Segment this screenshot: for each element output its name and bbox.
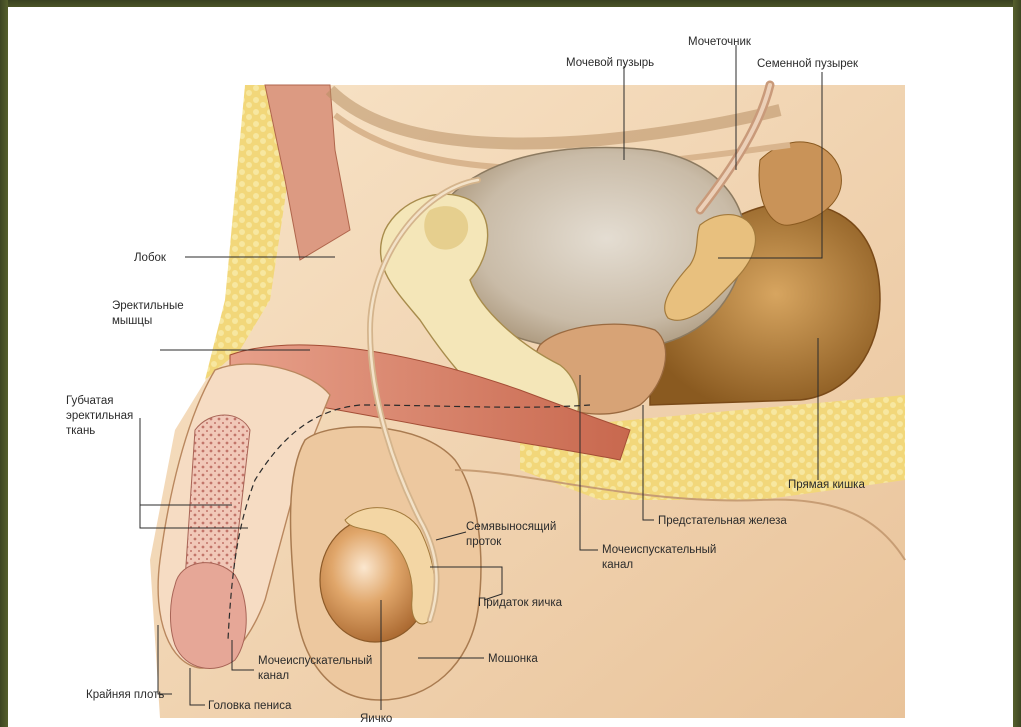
label-urethra-lower-2: канал [258,670,289,682]
label-urethra-upper-2: канал [602,559,633,571]
label-testis: Яичко [360,713,392,725]
label-prostate: Предстательная железа [658,515,787,527]
label-spongy-3: ткань [66,425,95,437]
label-vas-deferens-1: Семявыносящий [466,521,556,533]
label-vas-deferens-2: проток [466,536,502,548]
label-rectum: Прямая кишка [788,479,865,491]
label-glans: Головка пениса [208,700,292,712]
label-erectile-muscles-2: мышцы [112,315,152,327]
label-spongy-1: Губчатая [66,395,113,407]
label-spongy-2: эректильная [66,410,133,422]
label-ureter: Мочеточник [688,36,752,48]
label-scrotum: Мошонка [488,653,538,665]
glans-shape [170,563,246,669]
anatomy-drawing [150,85,905,718]
label-bladder: Мочевой пузырь [566,57,654,69]
label-seminal-vesicle: Семенной пузырек [757,58,859,70]
label-urethra-lower-1: Мочеиспускательный [258,655,372,667]
label-erectile-muscles-1: Эректильные [112,300,184,312]
label-pubis: Лобок [134,252,167,264]
label-urethra-upper-1: Мочеиспускательный [602,544,716,556]
label-epididymis: Придаток яичка [478,597,563,609]
label-foreskin: Крайняя плоть [86,689,164,701]
